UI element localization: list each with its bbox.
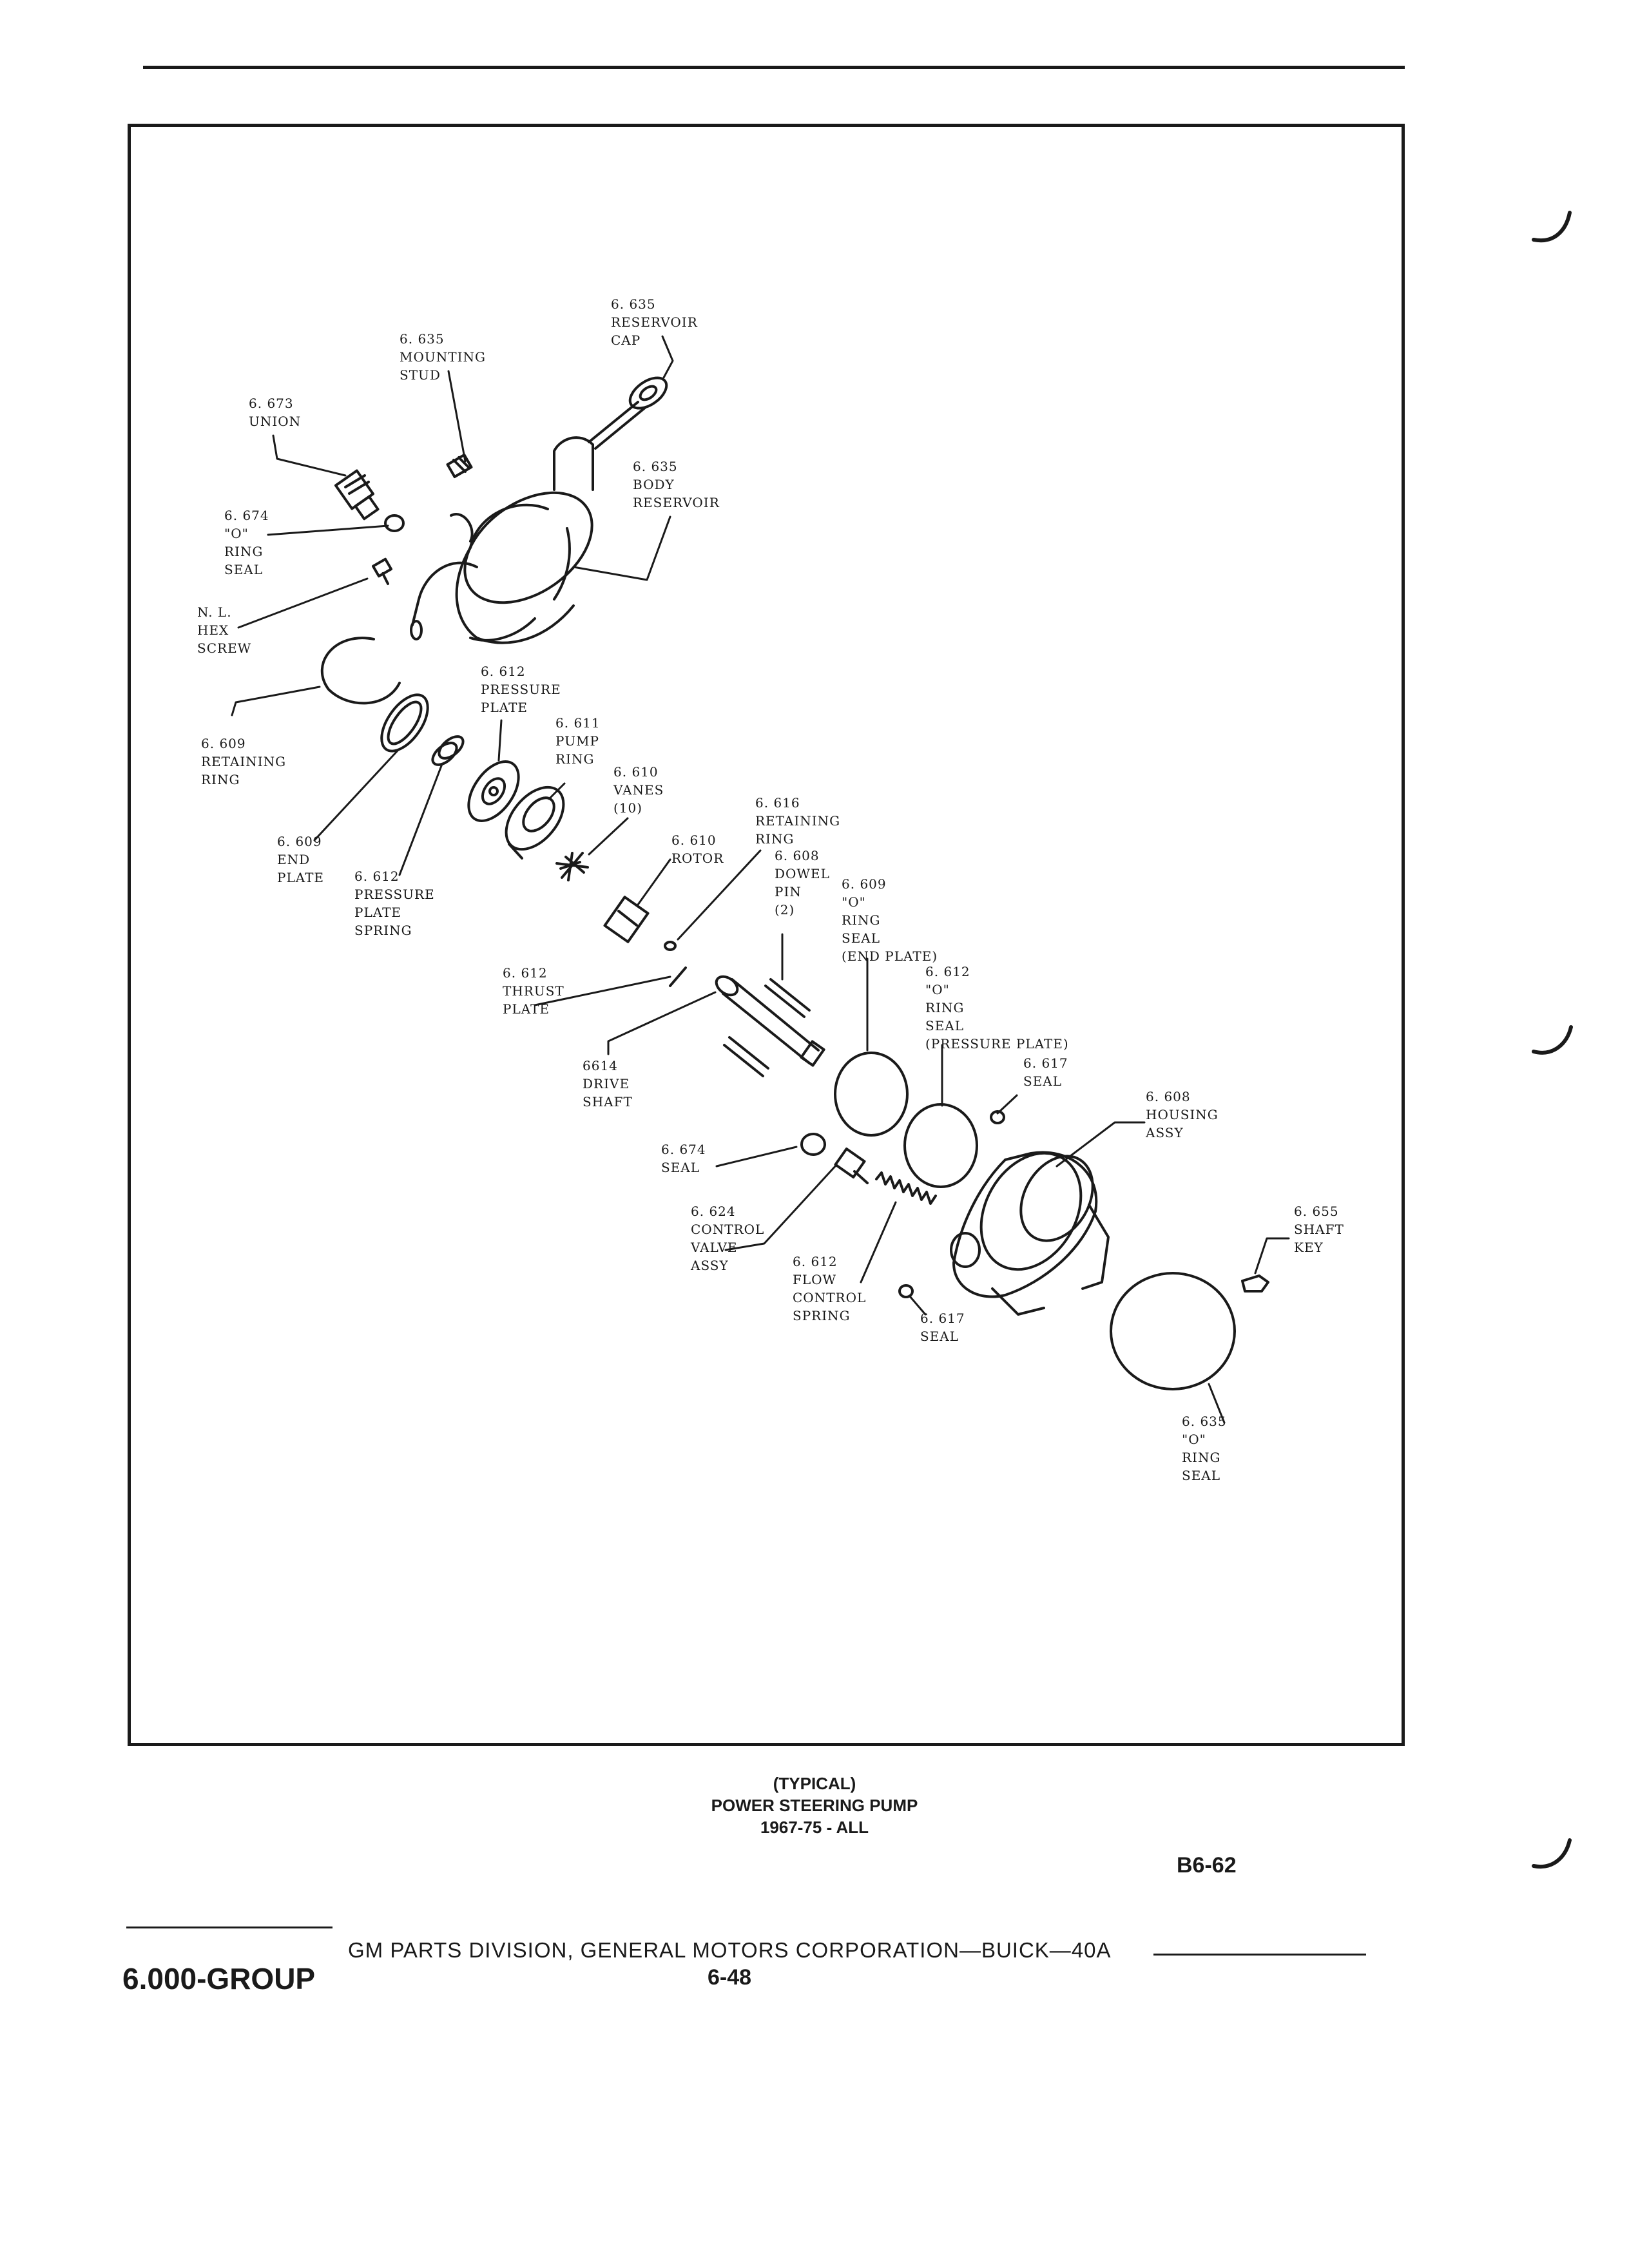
union-part — [334, 469, 380, 521]
caption-title: POWER STEERING PUMP — [711, 1796, 918, 1815]
label-mounting-stud: 6. 635 MOUNTING STUD — [400, 331, 486, 383]
label-pressure-plate-spring: 6. 612 PRESSURE PLATE SPRING — [354, 869, 435, 938]
footer-page-number: 6-48 — [708, 1965, 752, 1990]
figure-code: B6-62 — [1177, 1853, 1237, 1878]
label-o-ring-seal-674: 6. 674 "O" RING SEAL — [224, 508, 269, 577]
pump-ring-part — [505, 785, 565, 860]
o-ring-674-part — [384, 514, 405, 532]
label-shaft-key: 6. 655 SHAFT KEY — [1294, 1204, 1344, 1255]
dowel-pin-part — [723, 978, 811, 1077]
o-ring-635-part — [1110, 1272, 1236, 1390]
o-ring-end-plate-part — [834, 1052, 909, 1137]
label-control-valve: 6. 624 CONTROL VALVE ASSY — [691, 1204, 765, 1273]
label-thrust-plate: 6. 612 THRUST PLATE — [503, 965, 564, 1017]
hex-screw-part — [371, 557, 393, 585]
diagram-frame — [128, 124, 1405, 1746]
seal-617-bottom-part — [898, 1284, 914, 1298]
retaining-ring-609-part — [320, 637, 401, 705]
o-ring-pressure-plate-part — [903, 1103, 978, 1188]
body-reservoir-part — [410, 436, 594, 644]
footer-rule-right — [1153, 1954, 1366, 1956]
label-reservoir-cap: 6. 635 RESERVOIR CAP — [611, 296, 698, 348]
rotor-part — [603, 896, 650, 943]
margin-marks — [1532, 211, 1573, 1869]
label-dowel-pin: 6. 608 DOWEL PIN (2) — [775, 848, 830, 918]
caption-typical: (TYPICAL) — [773, 1774, 856, 1793]
label-vanes: 6. 610 VANES (10) — [613, 764, 664, 816]
footer-corporation: GM PARTS DIVISION, GENERAL MOTORS CORPOR… — [348, 1938, 1112, 1962]
seal-674-part — [800, 1133, 826, 1156]
leader-lines — [231, 335, 1290, 1424]
flow-control-spring-part — [875, 1171, 937, 1205]
label-seal-674: 6. 674 SEAL — [661, 1142, 706, 1175]
footer-group: 6.000-GROUP — [122, 1962, 316, 1995]
label-rotor: 6. 610 ROTOR — [671, 832, 724, 866]
seal-617-top-part — [990, 1110, 1005, 1124]
label-seal-617-bottom: 6. 617 SEAL — [920, 1311, 965, 1344]
label-retaining-ring-609: 6. 609 RETAINING RING — [201, 736, 287, 787]
retaining-ring-616-part — [664, 941, 677, 951]
label-o-ring-seal-635: 6. 635 "O" RING SEAL — [1182, 1414, 1227, 1483]
reservoir-cap-part — [588, 376, 668, 450]
label-o-ring-end-plate: 6. 609 "O" RING SEAL (END PLATE) — [842, 876, 938, 964]
label-pressure-plate: 6. 612 PRESSURE PLATE — [481, 664, 561, 715]
vanes-part — [555, 852, 589, 881]
label-pump-ring: 6. 611 PUMP RING — [555, 715, 601, 767]
label-end-plate: 6. 609 END PLATE — [277, 834, 325, 885]
label-flow-control-spring: 6. 612 FLOW CONTROL SPRING — [793, 1254, 867, 1323]
top-rule — [143, 66, 1405, 69]
pressure-plate-spring-part — [431, 735, 465, 766]
shaft-key-part — [1241, 1274, 1269, 1293]
caption-years: 1967-75 - ALL — [760, 1818, 869, 1837]
label-housing-assy: 6. 608 HOUSING ASSY — [1146, 1089, 1219, 1140]
label-drive-shaft: 6614 DRIVE SHAFT — [583, 1058, 633, 1110]
mounting-stud-part — [446, 453, 473, 479]
footer-rule-left — [126, 1927, 333, 1928]
control-valve-part — [834, 1147, 869, 1184]
label-body-reservoir: 6. 635 BODY RESERVOIR — [633, 459, 720, 510]
pressure-plate-part — [467, 760, 520, 822]
label-hex-screw: N. L. HEX SCREW — [197, 604, 252, 656]
thrust-plate-part — [669, 966, 687, 987]
end-plate-part — [380, 693, 429, 753]
label-union: 6. 673 UNION — [249, 396, 302, 429]
housing-assy-part — [950, 1151, 1110, 1316]
drive-shaft-part — [715, 975, 825, 1067]
label-seal-617-top: 6. 617 SEAL — [1023, 1055, 1068, 1089]
label-retaining-ring-616: 6. 616 RETAINING RING — [755, 795, 841, 847]
label-o-ring-pressure-plate: 6. 612 "O" RING SEAL (PRESSURE PLATE) — [925, 964, 1069, 1052]
